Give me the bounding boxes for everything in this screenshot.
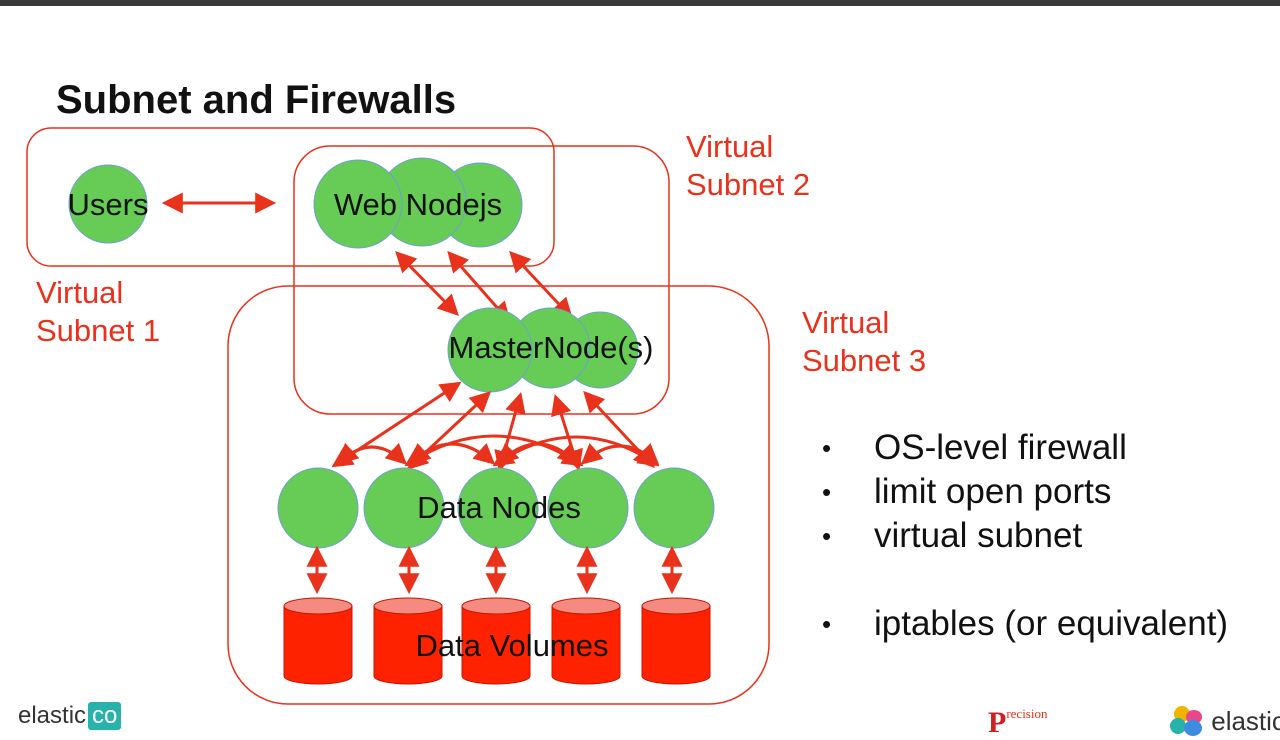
precision-logo-initial: P bbox=[988, 706, 1007, 739]
window-top-bar bbox=[0, 0, 1280, 6]
data-volumes-label: Data Volumes bbox=[416, 628, 609, 663]
web-nodejs-label: Web Nodejs bbox=[334, 187, 502, 222]
data-node-1 bbox=[277, 467, 359, 549]
slide-title: Subnet and Firewalls bbox=[56, 78, 457, 122]
master-data-arrow-3 bbox=[494, 391, 526, 473]
data-volume-2 bbox=[373, 597, 443, 685]
bullet-item: iptables (or equivalent) bbox=[822, 602, 1228, 646]
subnet-3-label: Virtual Subnet 3 bbox=[802, 304, 926, 380]
network-diagram: Users Web Nodejs MasterNode(s) bbox=[26, 127, 770, 705]
bullet-item: virtual subnet bbox=[822, 514, 1228, 558]
subnet-1-label-line1: Virtual bbox=[36, 275, 124, 310]
data-peer-arrow-1 bbox=[336, 442, 408, 465]
bullet-item: OS-level firewall bbox=[822, 426, 1228, 470]
subnet-2-label-line1: Virtual bbox=[686, 129, 774, 164]
subnet-2-label: Virtual Subnet 2 bbox=[686, 128, 810, 204]
subnet-3-label-line1: Virtual bbox=[802, 305, 890, 340]
subnet-1-box bbox=[26, 127, 555, 267]
precision-logo: Precision bbox=[988, 706, 1047, 740]
subnet-1-label: Virtual Subnet 1 bbox=[36, 274, 160, 350]
elastic-logo-text: elastic bbox=[1211, 706, 1280, 736]
subnet-3-label-line2: Subnet 3 bbox=[802, 343, 927, 378]
slide: Subnet and Firewalls Virtual Subnet 1 Vi… bbox=[0, 6, 1280, 739]
users-label: Users bbox=[68, 187, 149, 222]
bullet-list: OS-level firewall limit open ports virtu… bbox=[822, 426, 1228, 646]
master-node-label: MasterNode(s) bbox=[449, 330, 654, 365]
elastic-co-logo-badge: co bbox=[88, 702, 122, 730]
subnet-2-label-line2: Subnet 2 bbox=[686, 167, 811, 202]
bullet-item: limit open ports bbox=[822, 470, 1228, 514]
users-node bbox=[68, 164, 148, 244]
data-peer-arrow-6 bbox=[492, 435, 660, 467]
data-volume-5 bbox=[641, 597, 711, 685]
subnet-1-label-line2: Subnet 1 bbox=[36, 313, 161, 348]
data-nodes-label: Data Nodes bbox=[417, 490, 581, 525]
data-volume-4 bbox=[551, 597, 621, 685]
data-volume-1 bbox=[283, 597, 353, 685]
elastic-logo: elastic bbox=[1170, 706, 1280, 737]
data-volume-3 bbox=[461, 597, 531, 685]
elastic-logo-icon bbox=[1170, 706, 1204, 736]
web-master-arrow-3 bbox=[509, 250, 573, 320]
precision-logo-text: recision bbox=[1006, 706, 1048, 721]
elastic-co-logo-text: elastic bbox=[18, 702, 87, 729]
web-master-arrow-1 bbox=[395, 251, 459, 316]
data-node-5 bbox=[633, 467, 715, 549]
web-node-1 bbox=[313, 159, 403, 249]
